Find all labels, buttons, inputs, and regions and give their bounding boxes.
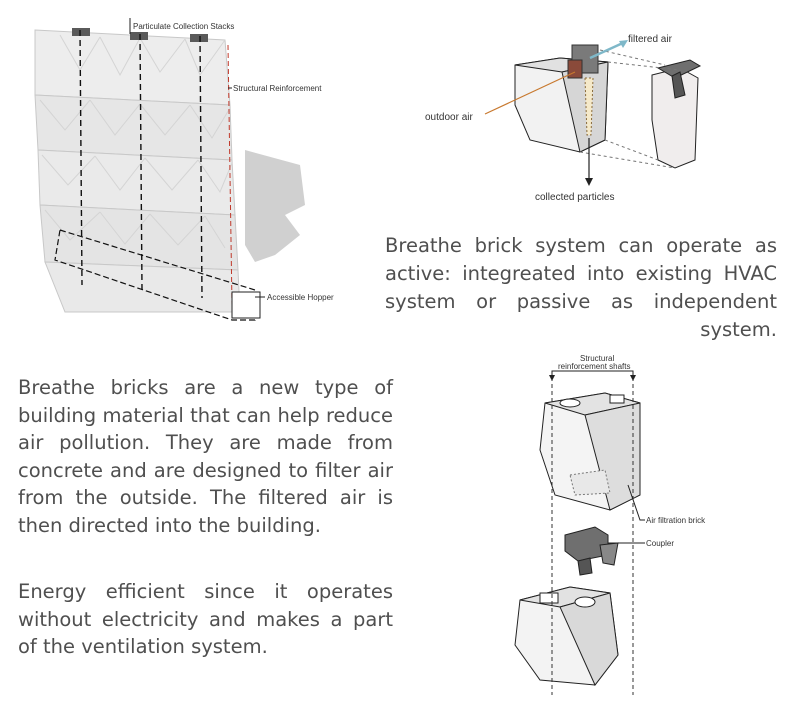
reinforcement-shafts [551,377,634,695]
label-coupler: Coupler [646,539,674,548]
outdoor-air-arrow [484,71,576,115]
filtered-air-arrow [589,40,626,60]
label-structural-shafts-1: Structural [580,355,614,363]
collection-stack-lines [79,29,203,299]
lower-brick [514,586,619,686]
hopper-outline [54,229,256,321]
intro-paragraph: Breathe bricks are a new type of buildin… [18,376,393,537]
particle-shaft [584,77,594,136]
label-particulate-stacks: Particulate Collection Stacks [133,22,234,31]
label-air-filtration-brick: Air filtration brick [646,516,706,525]
brick-courses [34,29,241,313]
air-flow-diagram: filtered air outdoor air collected parti… [425,34,702,203]
system-description: Breathe brick system can operate as acti… [385,234,777,341]
brick-wall-diagram: Particulate Collection Stacks Structural… [34,18,334,321]
stack-caps [72,28,208,42]
wall-shadow [245,150,305,262]
label-structural-reinforcement: Structural Reinforcement [233,84,322,93]
filter-cartridge [571,44,599,74]
label-collected-particles: collected particles [535,192,614,203]
label-filtered-air: filtered air [628,34,673,45]
coupler-piece [651,59,702,169]
exploded-brick-diagram: Structural reinforcement shafts Air filt… [514,355,706,695]
label-structural-shafts-2: reinforcement shafts [558,362,630,371]
label-outdoor-air: outdoor air [425,112,473,123]
energy-paragraph: Energy efficient since it operates witho… [18,580,393,658]
coupler [564,526,619,576]
hopper-box [231,291,261,319]
upper-brick [539,392,641,511]
label-accessible-hopper: Accessible Hopper [267,293,334,302]
